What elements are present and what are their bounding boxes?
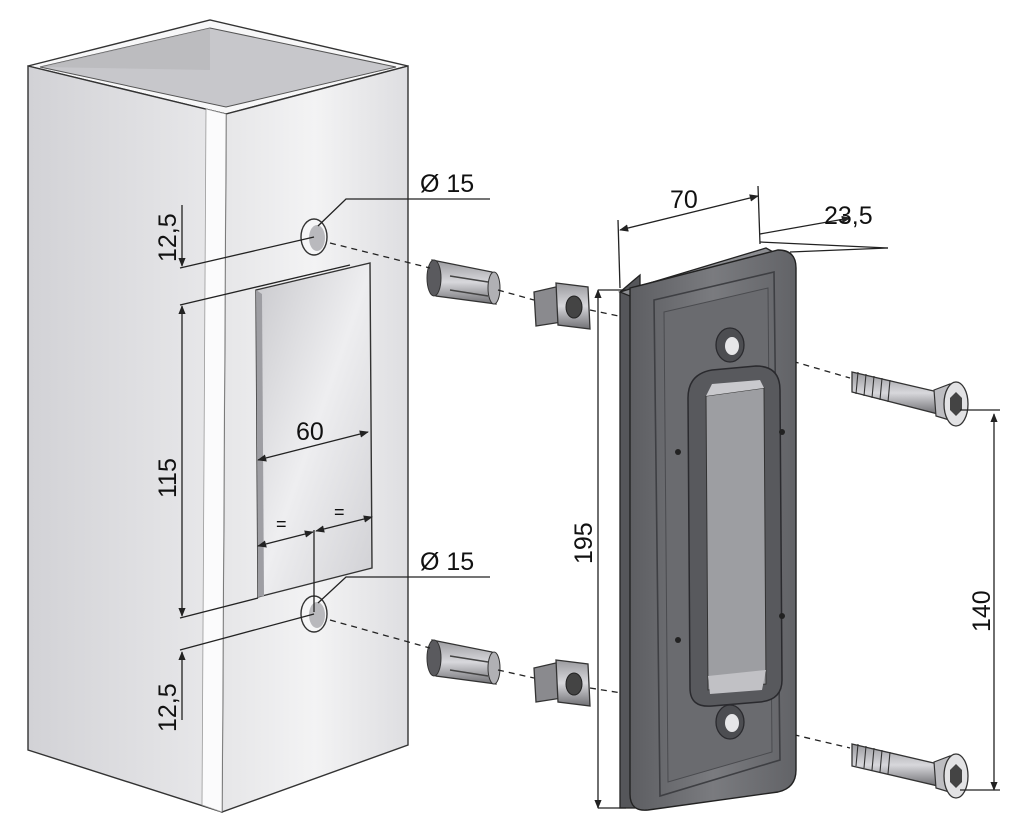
post-hole-bottom bbox=[300, 595, 328, 633]
top-margin-label: 12,5 bbox=[154, 213, 182, 262]
plate-width-label: 70 bbox=[670, 186, 698, 214]
hole-top-diameter-label: Ø 15 bbox=[420, 170, 474, 198]
square-post bbox=[27, 19, 409, 813]
post-dimensions bbox=[178, 198, 490, 720]
plate-height-label: 195 bbox=[570, 522, 598, 564]
countersunk-screw-bottom-icon bbox=[851, 743, 969, 799]
equal-left-label: = bbox=[276, 514, 287, 534]
countersunk-screw-top-icon bbox=[851, 371, 969, 427]
plate-dimensions bbox=[594, 185, 1000, 809]
screw-spacing-label: 140 bbox=[968, 590, 996, 632]
hole-spacing-label: 115 bbox=[154, 458, 182, 498]
strike-plate bbox=[618, 247, 797, 811]
square-nut-bottom-icon bbox=[533, 659, 591, 707]
bottom-margin-label: 12,5 bbox=[154, 683, 182, 732]
sleeve-insert-top-icon bbox=[426, 259, 501, 305]
hole-bottom-diameter-label: Ø 15 bbox=[420, 548, 474, 576]
equal-right-label: = bbox=[334, 502, 345, 522]
plate-depth-label: 23,5 bbox=[824, 202, 873, 230]
square-nut-top-icon bbox=[533, 282, 591, 330]
cutout-width-label: 60 bbox=[296, 418, 324, 446]
sleeve-insert-bottom-icon bbox=[426, 639, 501, 685]
